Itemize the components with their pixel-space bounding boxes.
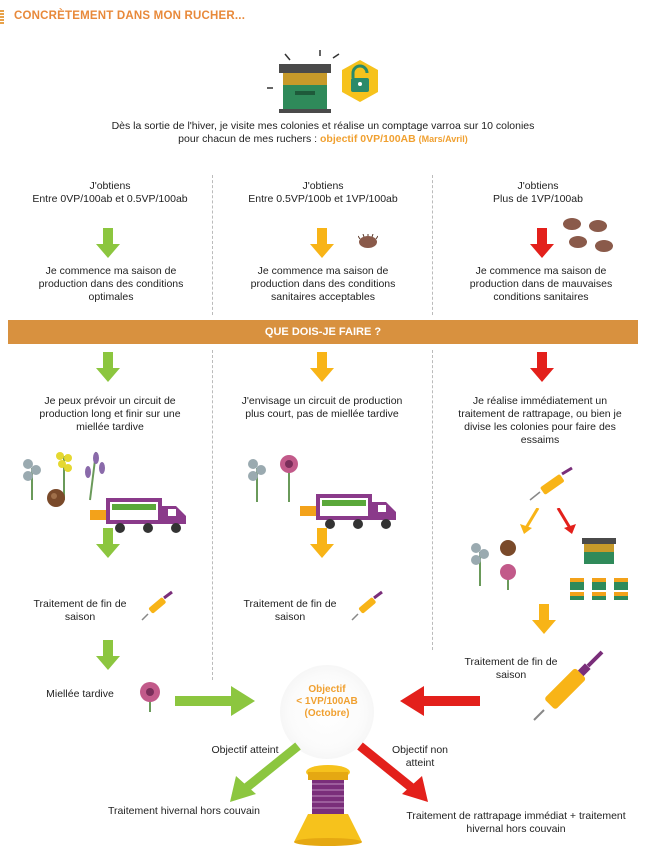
col2-range: Entre 0.5VP/100b et 1VP/100ab	[248, 193, 398, 205]
intro-text: Dès la sortie de l'hiver, je visite mes …	[111, 120, 535, 145]
goal-reached-label: Objectif atteint	[211, 744, 279, 756]
red-down-arrow	[530, 352, 554, 382]
col1-treatment: Traitement de fin de saison	[33, 598, 127, 623]
lock-icon	[342, 60, 378, 102]
flowers-icon	[23, 451, 105, 501]
col2-status: Je commence ma saison de production dans…	[250, 265, 396, 303]
goal-not-reached-label: Objectif non atteint	[391, 744, 449, 769]
green-down-arrow	[96, 228, 120, 258]
col1-status: Je commence ma saison de production dans…	[38, 265, 184, 303]
flowers-icon	[471, 540, 516, 590]
col3-obtain: J'obtiens	[517, 180, 559, 192]
beekeeper-veil-icon	[294, 765, 362, 846]
heather-flower-icon	[140, 682, 160, 712]
hives-icon	[570, 538, 628, 600]
col3-action: Je réalise immédiatement un traitement d…	[458, 395, 622, 446]
col3-treatment: Traitement de fin de saison	[464, 656, 558, 681]
col1-action: Je peux prévoir un circuit de production…	[39, 395, 181, 433]
reached-action: Traitement hivernal hors couvain	[108, 805, 260, 817]
intro-objective: objectif 0VP/100AB	[320, 133, 416, 145]
red-down-arrow	[530, 228, 554, 258]
col1-obtain: J'obtiens	[89, 180, 131, 192]
divider	[432, 175, 433, 315]
green-down-arrow	[96, 352, 120, 382]
red-left-arrow	[400, 686, 480, 716]
green-down-arrow	[96, 528, 120, 558]
intro-period: (Mars/Avril)	[418, 134, 468, 144]
divider	[432, 350, 433, 650]
red-diagonal-arrow	[357, 742, 428, 802]
header-accent	[0, 10, 4, 24]
truck-icon	[300, 494, 396, 529]
syringe-icon	[351, 590, 383, 621]
flowers-icon	[248, 455, 298, 502]
green-diagonal-arrow	[230, 742, 301, 802]
chestnut-icon	[47, 489, 65, 507]
syringe-icon	[529, 466, 573, 501]
hive-icon	[267, 50, 340, 113]
not-reached-action: Traitement de rattrapage immédiat + trai…	[406, 810, 626, 835]
late-flow-label: Miellée tardive	[46, 688, 114, 700]
varroa-mite-icon	[358, 234, 378, 248]
col2-treatment: Traitement de fin de saison	[243, 598, 337, 623]
col2-action: J'envisage un circuit de production plus…	[241, 395, 403, 420]
yellow-down-arrow	[310, 528, 334, 558]
syringe-icon	[533, 650, 604, 721]
green-down-arrow	[96, 640, 120, 670]
syringe-icon	[141, 590, 173, 621]
yellow-down-arrow	[310, 228, 334, 258]
red-diagonal-arrow	[556, 508, 576, 534]
what-to-do-banner: QUE DOIS-JE FAIRE ?	[8, 320, 638, 344]
divider	[212, 350, 213, 680]
col3-status: Je commence ma saison de production dans…	[469, 265, 613, 303]
col1-range: Entre 0VP/100ab et 0.5VP/100ab	[32, 193, 188, 205]
page-title: CONCRÈTEMENT DANS MON RUCHER...	[14, 10, 246, 22]
col2-obtain: J'obtiens	[302, 180, 344, 192]
goal-text: Objectif < 1VP/100AB (Octobre)	[296, 684, 358, 719]
divider	[212, 175, 213, 315]
yellow-down-arrow	[532, 604, 556, 634]
green-right-arrow	[175, 686, 255, 716]
yellow-down-arrow	[310, 352, 334, 382]
truck-icon	[90, 498, 186, 533]
col3-range: Plus de 1VP/100ab	[493, 193, 583, 205]
yellow-diagonal-arrow	[520, 508, 540, 534]
varroa-mites-icon	[563, 218, 613, 252]
